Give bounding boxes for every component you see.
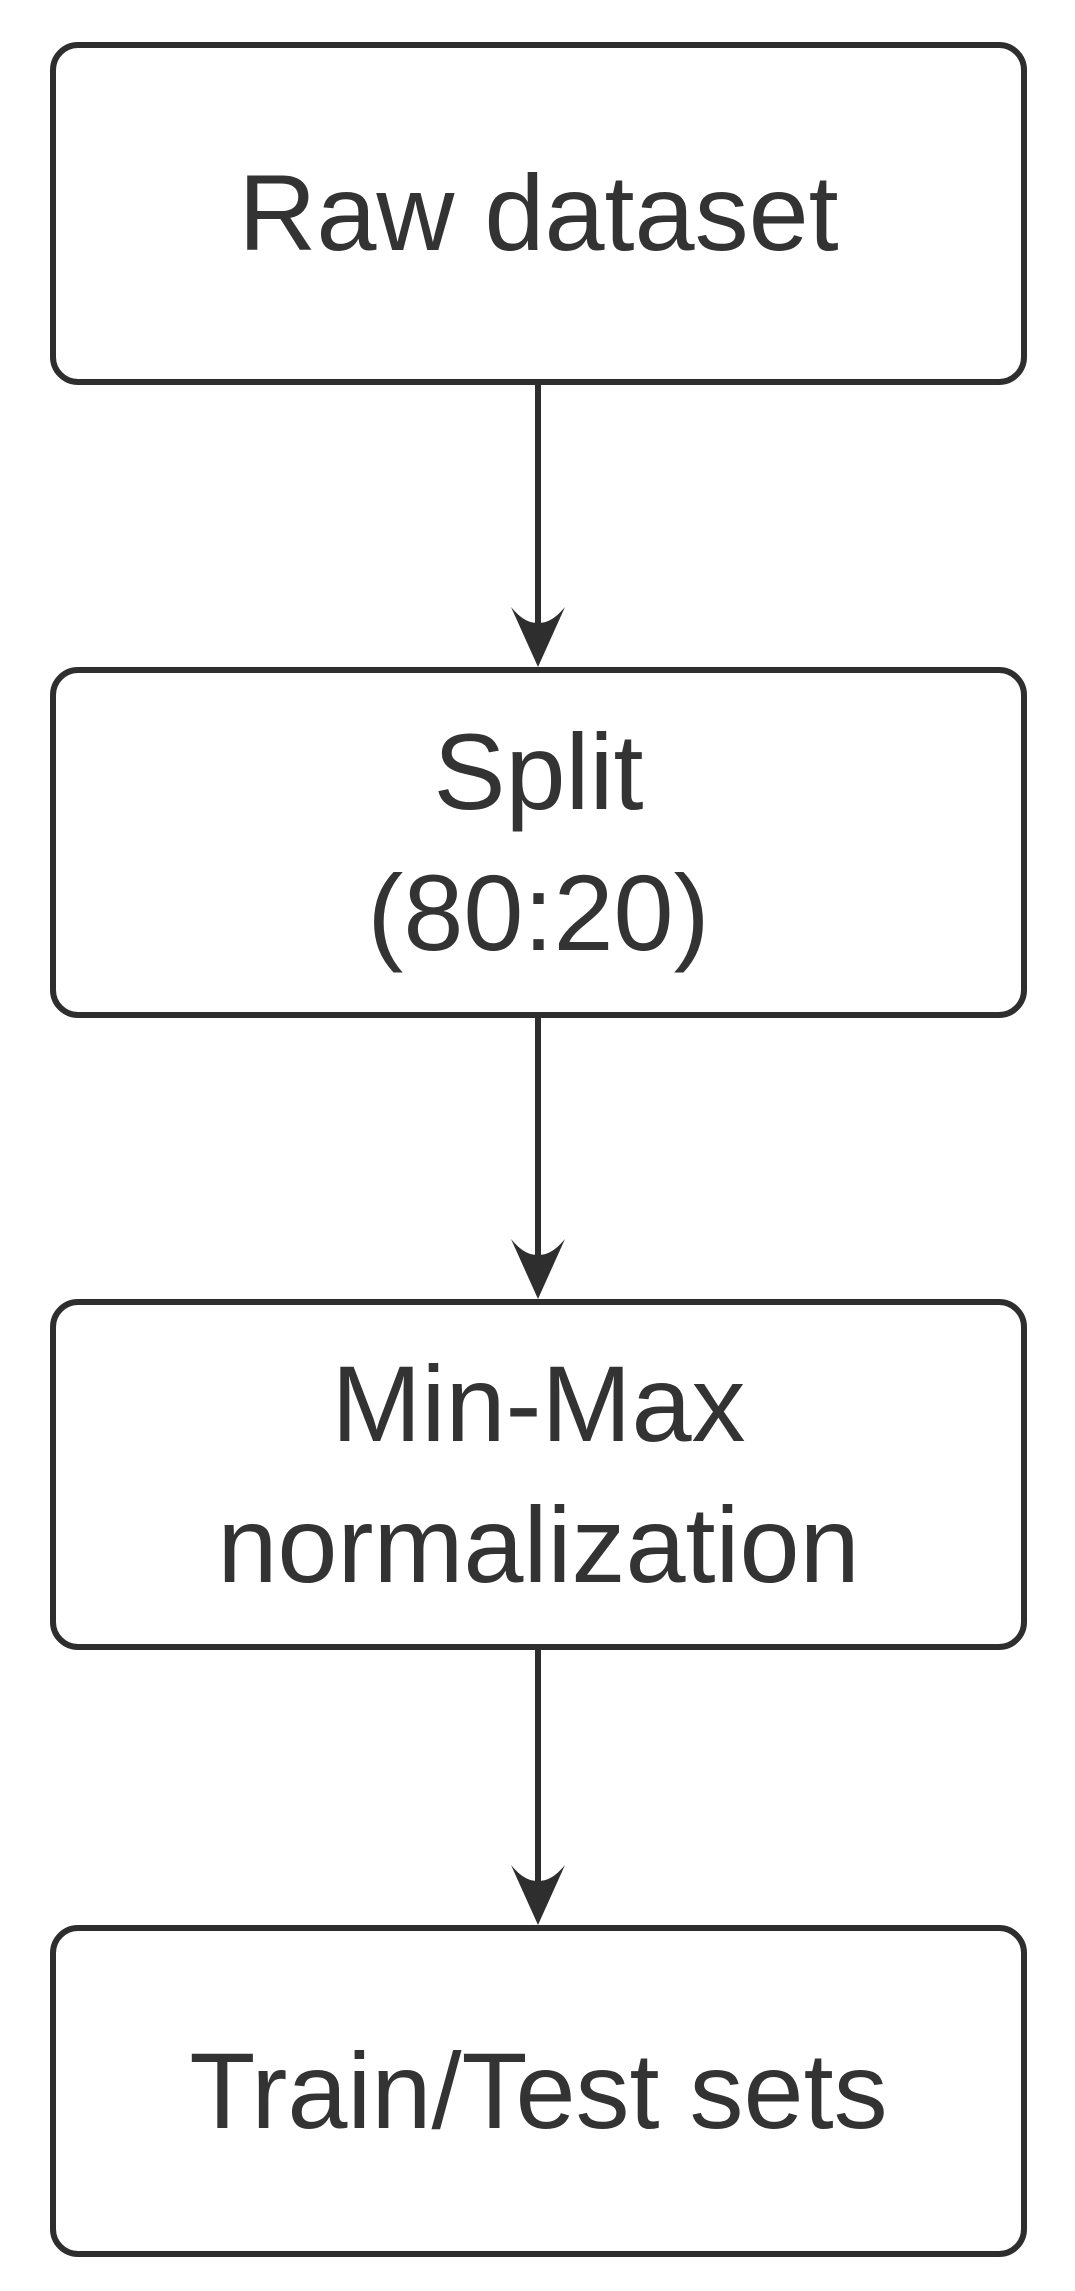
node-raw-dataset: Raw dataset — [50, 42, 1027, 385]
arrow-down-icon — [511, 1018, 565, 1299]
node-label: Train/Test sets — [189, 2029, 888, 2151]
node-label: Split — [433, 711, 644, 833]
node-label: Raw dataset — [238, 152, 839, 274]
node-label-sub: (80:20) — [367, 851, 710, 973]
arrow-down-icon — [511, 385, 565, 667]
connector-arrow-2 — [508, 1018, 568, 1299]
node-label-sub: normalization — [217, 1483, 860, 1605]
node-label: Min-Max — [331, 1343, 746, 1465]
connector-arrow-3 — [508, 1650, 568, 1925]
node-min-max-normalization: Min-Max normalization — [50, 1299, 1027, 1650]
node-train-test-sets: Train/Test sets — [50, 1925, 1027, 2257]
arrow-down-icon — [511, 1650, 565, 1925]
connector-arrow-1 — [508, 385, 568, 667]
node-split: Split (80:20) — [50, 667, 1027, 1018]
